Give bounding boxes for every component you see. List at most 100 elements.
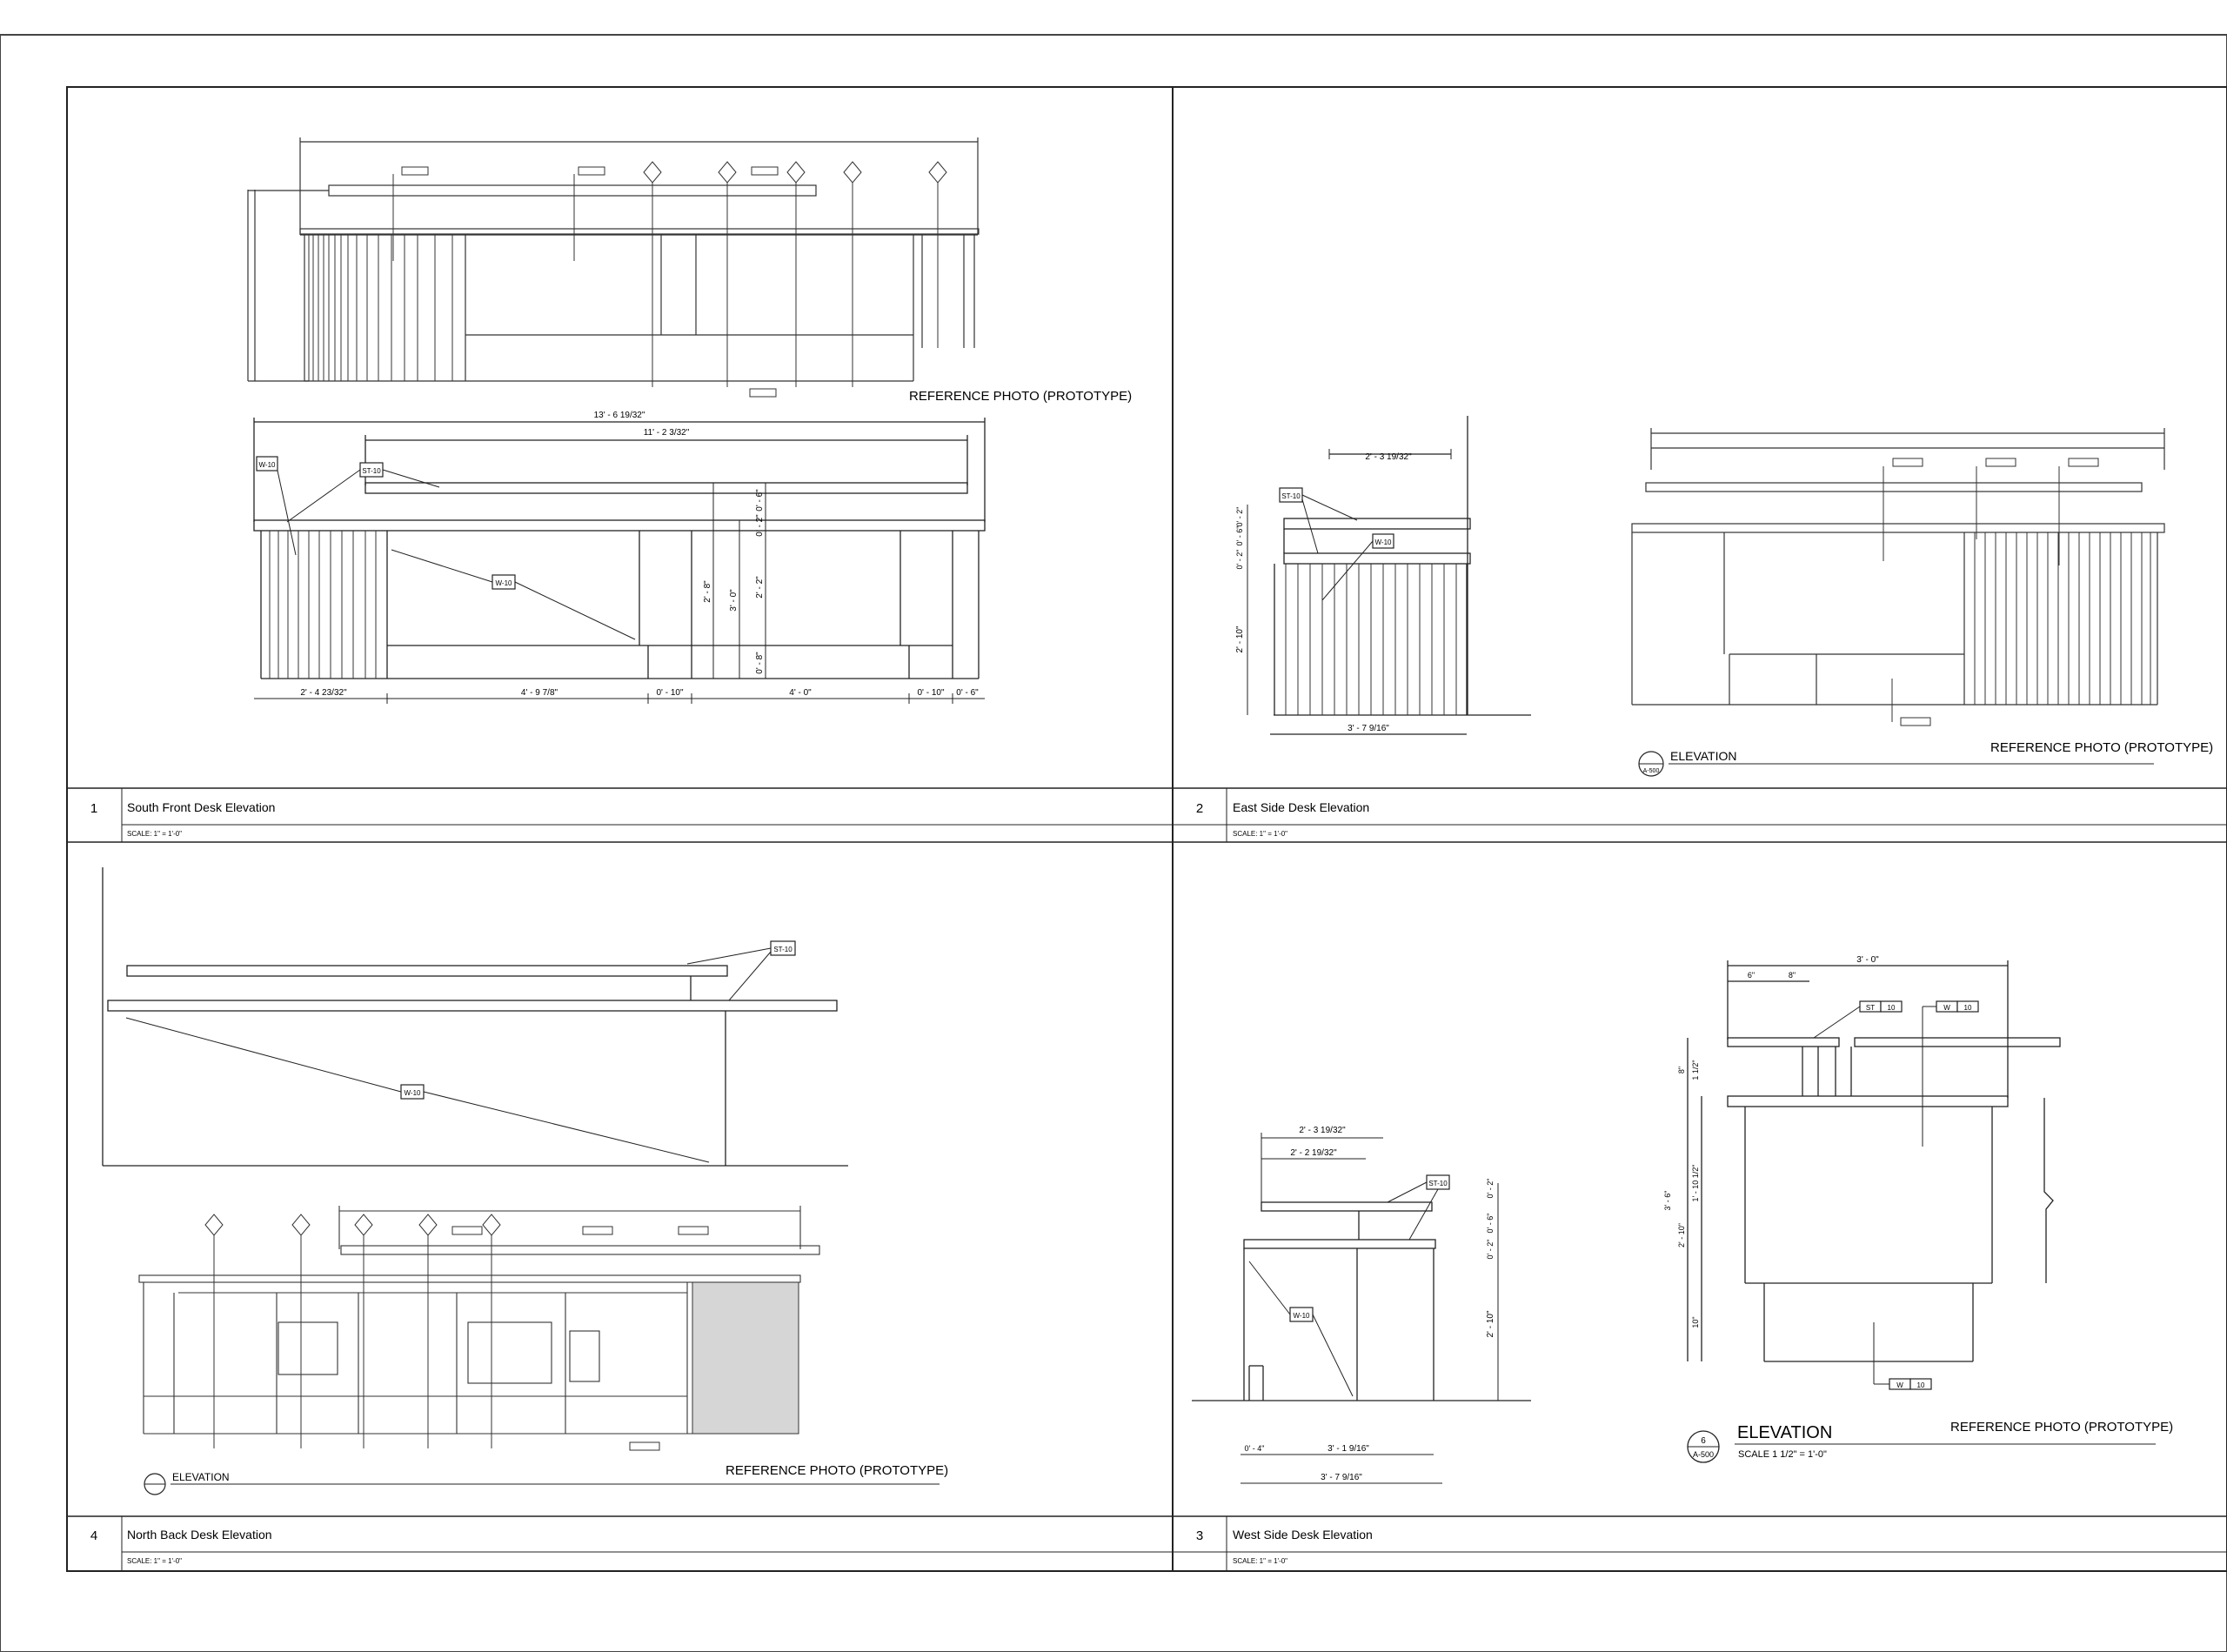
panel-1-reference-photo-tags bbox=[392, 161, 947, 398]
panel-3-dim-bottom2: 3' - 7 9/16" bbox=[1321, 1473, 1362, 1482]
panel-1-dim-v4: 0' - 8" bbox=[755, 652, 765, 674]
panel-3-ref-dim-a: 6" bbox=[1748, 971, 1755, 980]
panel-3-reference-tag-boxes bbox=[1859, 1000, 1979, 1390]
sheet-border bbox=[0, 34, 2227, 1652]
panel-1-dim-overall: 13' - 6 19/32" bbox=[594, 411, 645, 420]
panel-1-dim-d1: 2' - 4 23/32" bbox=[300, 688, 347, 698]
panel-3-ref-dim-top: 3' - 0" bbox=[1856, 955, 1879, 965]
panel-3-ref-tag-st-num: 10 bbox=[1888, 1004, 1896, 1012]
panel-4-reference-photo bbox=[138, 1206, 820, 1435]
panel-3-dim-top1: 2' - 3 19/32" bbox=[1299, 1126, 1346, 1135]
panel-1-dim-v3: 2' - 2" bbox=[755, 576, 765, 599]
panel-3-reference-photo bbox=[1687, 960, 2061, 1362]
panel-3-ref-dim-h3: 1' - 10 1/2" bbox=[1691, 1165, 1700, 1202]
panel-3-number: 3 bbox=[1196, 1528, 1203, 1543]
panel-2-leaders bbox=[1301, 494, 1374, 601]
panel-1-dim-v2: 3' - 0" bbox=[729, 589, 739, 612]
panel-3-ref-dim-h1: 3' - 6" bbox=[1663, 1191, 1672, 1211]
panel-3-dim-v2: 0' - 2" bbox=[1486, 1240, 1495, 1260]
panel-2-reference-photo bbox=[1631, 428, 2165, 706]
panel-3-dimension-lines bbox=[1241, 1133, 1499, 1484]
panel-2-title: East Side Desk Elevation bbox=[1233, 800, 1369, 814]
panel-2-reference-tags bbox=[1883, 458, 2099, 726]
panel-2-elevation-label: ELEVATION bbox=[1670, 749, 1737, 763]
panel-3-dim-v4: 0' - 2" bbox=[1486, 1179, 1495, 1199]
panel-3-ref-tag-w2-num: 10 bbox=[1917, 1381, 1925, 1389]
panel-2-tag-2: W-10 bbox=[1375, 538, 1393, 546]
panel-4-leaders bbox=[125, 947, 772, 1163]
panel-4-number: 4 bbox=[90, 1528, 97, 1543]
panel-1-dim-v5: 0' - 6" bbox=[755, 489, 765, 512]
panel-1-title: South Front Desk Elevation bbox=[127, 800, 275, 814]
panel-1-dim-d4: 4' - 0" bbox=[789, 688, 812, 698]
panel-1-dim-d3: 0' - 10" bbox=[656, 688, 683, 698]
panel-1-dim-d5: 0' - 10" bbox=[917, 688, 944, 698]
panel-2-dim-v4: 0' - 2" bbox=[1235, 507, 1244, 527]
panel-3-dim-v3: 0' - 6" bbox=[1486, 1214, 1495, 1234]
panel-3-ref-tag-w2: W bbox=[1896, 1381, 1903, 1389]
panel-1-dim-v1: 2' - 8" bbox=[703, 580, 712, 603]
panel-2-dim-v1: 2' - 10" bbox=[1235, 625, 1245, 652]
panel-4-scale: SCALE: 1" = 1'-0" bbox=[127, 1557, 182, 1565]
panel-3-dim-left: 0' - 4" bbox=[1245, 1444, 1265, 1453]
panel-4-tag-boxes bbox=[400, 940, 796, 1100]
panel-3-elevation-ref: A-500 bbox=[1693, 1450, 1714, 1459]
panel-3-tag-1: ST-10 bbox=[1428, 1180, 1448, 1187]
panel-2-dim-v2: 0' - 2" bbox=[1235, 550, 1244, 570]
panel-1-tag-1: W-10 bbox=[259, 461, 277, 469]
panel-3-elevation-scale: SCALE 1 1/2" = 1'-0" bbox=[1738, 1449, 1827, 1460]
panel-4-elevation-label: ELEVATION bbox=[172, 1471, 230, 1483]
panel-3-side-elevation bbox=[1192, 1201, 1531, 1401]
panel-1-tag-2: ST-10 bbox=[362, 467, 381, 475]
panel-1-reference-photo-label: REFERENCE PHOTO (PROTOTYPE) bbox=[909, 389, 1132, 404]
panel-3-dim-v1: 2' - 10" bbox=[1486, 1310, 1495, 1337]
panel-3-leaders bbox=[1248, 1181, 1439, 1397]
panel-4-tag-2: W-10 bbox=[405, 1089, 422, 1097]
panel-3-ref-dim-h6: 8" bbox=[1677, 1067, 1686, 1073]
panel-2-reference-slats bbox=[1974, 532, 2151, 705]
panel-1-number: 1 bbox=[90, 801, 97, 816]
panel-1-dim-d2: 4' - 9 7/8" bbox=[521, 688, 558, 698]
panel-1-dim-d6: 0' - 6" bbox=[956, 688, 979, 698]
panel-2-dim-bottom: 3' - 7 9/16" bbox=[1348, 724, 1389, 733]
panel-2-scale: SCALE: 1" = 1'-0" bbox=[1233, 830, 1287, 838]
panel-1-reference-photo-slats bbox=[308, 235, 453, 381]
panel-3-scale: SCALE: 1" = 1'-0" bbox=[1233, 1557, 1287, 1565]
panel-1-scale: SCALE: 1" = 1'-0" bbox=[127, 830, 182, 838]
panel-3-elevation-number: 6 bbox=[1701, 1436, 1706, 1446]
panel-3-ref-tag-w-num: 10 bbox=[1964, 1004, 1972, 1012]
panel-3-ref-dim-b: 8" bbox=[1789, 971, 1796, 980]
panel-2-dim-top: 2' - 3 19/32" bbox=[1365, 452, 1412, 462]
panel-3-reference-photo-label: REFERENCE PHOTO (PROTOTYPE) bbox=[1950, 1420, 2173, 1435]
panel-2-tag-1: ST-10 bbox=[1281, 492, 1301, 500]
panel-3-elevation-label: ELEVATION bbox=[1737, 1423, 1832, 1442]
panel-2-side-elevation bbox=[1270, 416, 1531, 735]
panel-1-tag-3: W-10 bbox=[496, 579, 513, 587]
panel-4-elevation bbox=[102, 867, 848, 1167]
panel-4-reference-photo-label: REFERENCE PHOTO (PROTOTYPE) bbox=[726, 1463, 948, 1478]
panel-2-number: 2 bbox=[1196, 801, 1203, 816]
panel-3-tag-2: W-10 bbox=[1294, 1312, 1311, 1320]
panel-4-reference-gray-cabinet bbox=[692, 1281, 799, 1435]
drawing-frame bbox=[66, 86, 2227, 1572]
panel-3-ref-tag-w: W bbox=[1943, 1004, 1950, 1012]
panel-3-ref-dim-h5: 10" bbox=[1691, 1316, 1700, 1328]
panel-2-reference-photo-label: REFERENCE PHOTO (PROTOTYPE) bbox=[1990, 740, 2213, 755]
panel-4-tag-1: ST-10 bbox=[773, 946, 792, 953]
panel-2-dim-ticks bbox=[1247, 449, 1452, 715]
panel-1-tag-boxes bbox=[256, 456, 516, 590]
panel-3-dim-top2: 2' - 2 19/32" bbox=[1290, 1148, 1337, 1158]
panel-2-dim-v3: 0' - 6" bbox=[1235, 526, 1244, 546]
panel-2-elevation-ref: A-500 bbox=[1643, 768, 1660, 774]
panel-1-leaders bbox=[277, 469, 636, 640]
panel-3-title: West Side Desk Elevation bbox=[1233, 1528, 1373, 1542]
panel-4-title: North Back Desk Elevation bbox=[127, 1528, 272, 1542]
panel-3-reference-leaders bbox=[1813, 1006, 1936, 1385]
panel-1-elevation-slats bbox=[269, 531, 377, 679]
panel-1-dimension-lines bbox=[254, 483, 985, 704]
panel-3-ref-tag-st: ST bbox=[1866, 1004, 1875, 1012]
panel-1-dim-v6: 0' - 2" bbox=[755, 514, 765, 537]
panel-1-elevation bbox=[253, 418, 986, 679]
panel-3-ref-dim-h4: 1 1/2" bbox=[1691, 1060, 1700, 1080]
